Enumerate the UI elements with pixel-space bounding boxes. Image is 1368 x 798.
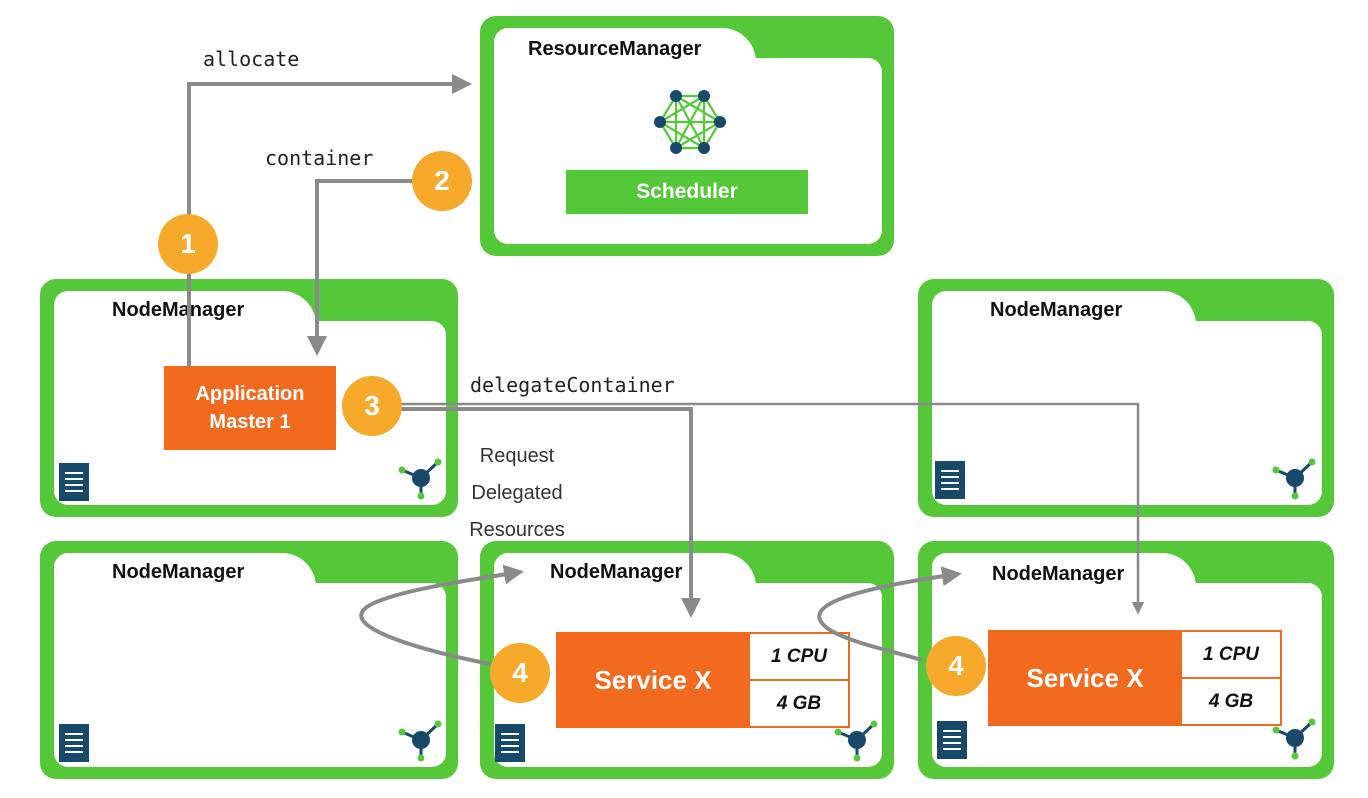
step-4-badge-right: 4 [926,636,986,696]
node-manager-title: NodeManager [550,561,683,583]
step-1-badge: 1 [158,214,218,274]
scheduler: Scheduler [566,170,808,214]
node-manager-box-bottom-left: NodeManager [40,541,458,779]
cluster-network-icon [654,90,726,154]
request-label-line1: Request [479,445,555,467]
node-manager-title: NodeManager [112,561,245,583]
service-x-middle: Service X 1 CPU 4 GB [556,632,850,728]
step-3-badge: 3 [342,376,402,436]
service-memory: 4 GB [776,692,822,714]
container-label: container [265,146,374,170]
node-manager-title: NodeManager [112,299,245,321]
document-list-icon [495,724,525,762]
step-2-badge: 2 [412,151,472,211]
application-master-line2: Master 1 [209,411,291,433]
service-name: Service X [990,632,1180,724]
service-resources: 1 CPU 4 GB [748,634,848,726]
delegate-container-label: delegateContainer [470,373,675,397]
request-delegated-resources-label: Request Delegated Resources [452,438,582,549]
service-cpu: 1 CPU [750,634,848,681]
request-label-line3: Resources [469,519,565,541]
service-resources: 1 CPU 4 GB [1180,632,1280,724]
node-manager-title: NodeManager [992,563,1125,585]
document-list-icon [937,721,967,759]
service-memory: 4 GB [1208,690,1254,712]
document-list-icon [935,461,965,499]
application-master: Application Master 1 [164,366,336,450]
step-4-badge-middle: 4 [490,643,550,703]
resource-manager-box: ResourceManager Scheduler [480,16,894,256]
allocate-label: allocate [203,47,300,71]
node-manager-panel [932,321,1322,505]
node-manager-panel [54,583,446,767]
document-list-icon [59,463,89,501]
request-label-line2: Delegated [471,482,563,504]
node-manager-title: NodeManager [990,299,1123,321]
service-cpu: 1 CPU [1182,632,1280,679]
node-hub-icon [834,720,878,762]
node-hub-icon [1272,718,1316,760]
service-x-right: Service X 1 CPU 4 GB [988,630,1282,726]
node-hub-icon [398,720,442,762]
node-hub-icon [398,458,442,500]
node-hub-icon [1272,458,1316,500]
service-name: Service X [558,634,748,726]
application-master-line1: Application [195,383,305,405]
document-list-icon [59,724,89,762]
resource-manager-title: ResourceManager [528,38,702,60]
